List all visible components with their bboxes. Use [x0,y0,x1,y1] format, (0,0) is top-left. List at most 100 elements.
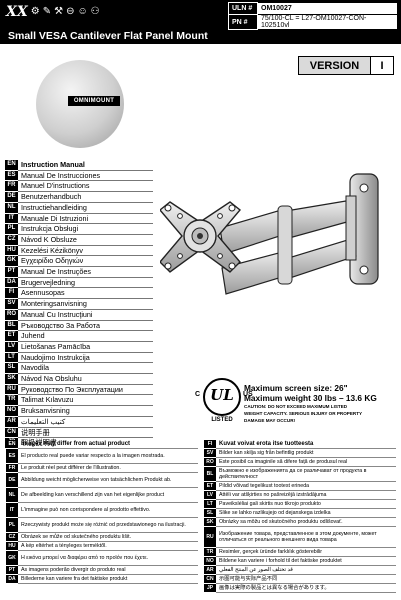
drill-icon: ✎ [42,6,52,17]
vesa-plate [160,201,241,273]
language-text: Attēli var atšķirties no pašreizējā izst… [216,490,396,500]
language-code: EN [6,440,18,449]
language-code: LT [5,352,18,364]
product-title: Small VESA Cantilever Flat Panel Mount [8,30,208,42]
language-text: A kép eltérhet a tényleges terméktől. [18,541,198,551]
language-code: CN [204,574,216,584]
language-text: Slike se lahko razlikujejo od dejanskega… [216,508,396,518]
person-icon: ☺ [77,6,88,17]
language-text: Bruksanvisning [18,405,153,417]
language-code: DE [6,472,18,488]
language-code: RU [204,526,216,548]
version-label: VERSION [299,57,371,74]
language-text: Resimler, gerçek üründe farklılık göster… [216,547,396,557]
front-arm [219,205,293,295]
ul-c-label: C [195,391,201,398]
language-text: Juhend [18,330,153,342]
language-text: Paveikslėliai gali skirtis nuo tikrojo p… [216,499,396,509]
language-code: AR [5,416,18,428]
people-icon: ⚇ [90,6,100,17]
level-icon: ⊖ [66,6,75,17]
language-text: Instrukcja Obsługi [18,223,153,235]
ul-text: UL [210,386,234,404]
ul-listed-mark: C UL US [195,378,253,416]
language-text: Изображение товара, представленное в это… [216,526,396,548]
language-text: Manuale Di Istruzioni [18,213,153,225]
language-code: SL [5,362,18,375]
brand-logo: XX [6,4,28,20]
language-code: NL [5,202,18,214]
language-code: EN [5,160,18,171]
language-text: Manual Cu Instrucţiuni [18,309,153,321]
language-text: Brugervejledning [18,277,153,289]
language-text: Rzeczywisty produkt może się różnić od p… [18,517,198,533]
language-code: DA [6,574,18,584]
language-text: Obrázky sa môžu od skutočného produktu o… [216,517,396,527]
pn-value: 75/100-CL = L27-OM10027-CON-102510vl [257,14,398,30]
wrench-icon: ⚒ [54,6,64,17]
mount-illustration [160,173,379,295]
language-text: Ръководство За Работа [18,320,153,332]
language-code: SV [5,298,18,310]
specs-block: Maximum screen size: 26" Maximum weight … [244,383,394,424]
logo-text: OMNIMOUNT [68,96,120,106]
language-text: 说明手册 [18,427,153,439]
wall-plate [349,173,379,285]
language-text: Billederne kan variere fra det faktiske … [18,574,198,584]
language-text: El producto real puede variar respecto a… [18,448,198,464]
max-screen-size: Maximum screen size: 26" [244,383,348,393]
language-text: Kuvat voivat erota itse tuotteesta [216,440,396,449]
language-text: As imagens poderão divergir do produto r… [18,565,198,575]
language-code: HU [5,245,18,257]
language-text: Lietošanas Pamācība [18,341,153,353]
language-code: NO [5,405,18,417]
language-text: Bildene kan variere i forhold til det fa… [216,556,396,566]
language-text: Възможно е изображенията да се различава… [216,466,396,482]
language-code: BL [204,466,216,482]
language-text: Pildid võivad tegelikust tootest erineda [216,481,396,491]
language-code: HU [6,541,18,551]
language-code: ES [5,170,18,182]
language-code: CZ [6,532,18,542]
language-text: Bilder kan skilja sig från befintlig pro… [216,448,396,458]
language-text: كتيب التعليمات [18,416,153,428]
version-number: I [380,59,384,72]
language-code: JP [204,583,216,593]
max-weight: Maximum weight 30 lbs – 13.6 KG [244,393,377,403]
language-text: Kezelési Kézikönyv [18,245,153,257]
language-text: L'immagine può non corrispondere al prod… [18,502,198,518]
language-text: Talimat Kılavuzu [18,394,153,407]
language-code: SK [204,517,216,527]
language-text: Asennusopas [18,287,153,300]
